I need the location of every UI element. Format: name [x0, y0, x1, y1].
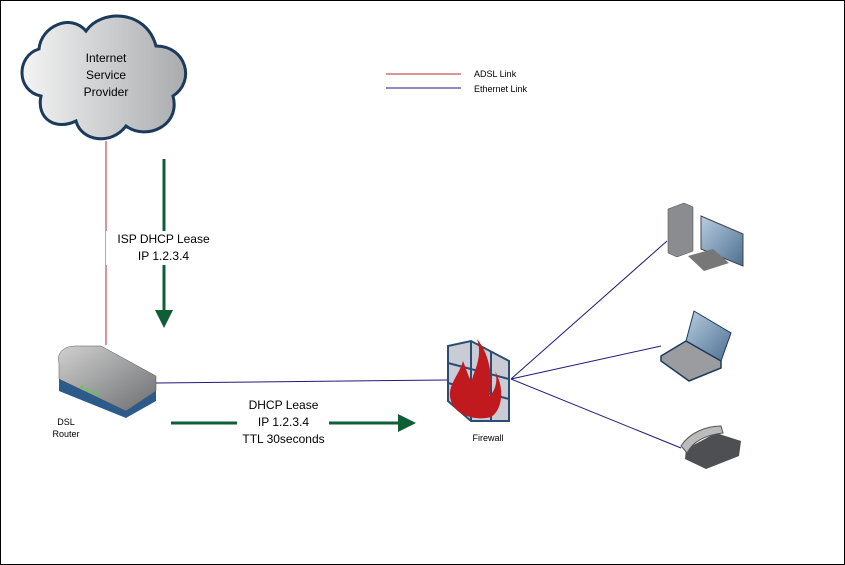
phone-icon [680, 425, 741, 469]
router-label-line: Router [52, 429, 80, 439]
laptop-icon [660, 310, 732, 382]
legend-ethernet-label: Ethernet Link [474, 84, 528, 94]
dhcp-lease-line: DHCP Lease [248, 398, 319, 412]
isp-lease-line: ISP DHCP Lease [117, 232, 210, 246]
dhcp-lease-line: IP 1.2.3.4 [257, 415, 310, 429]
firewall-label: Firewall [472, 433, 504, 443]
isp-lease-label: ISP DHCP Lease IP 1.2.3.4 [106, 231, 221, 265]
ethernet-link-laptop [510, 345, 662, 380]
legend-adsl-label: ADSL Link [474, 69, 517, 79]
cloud-label-line: Internet [85, 51, 127, 65]
router-label-line: DSL [57, 417, 75, 427]
ethernet-link-desktop [510, 240, 668, 380]
router-label: DSL Router [46, 416, 86, 440]
ethernet-link-phone [510, 378, 682, 449]
cloud-label: Internet Service Provider [61, 50, 151, 101]
ethernet-link-router-firewall [155, 379, 448, 384]
router-icon [58, 345, 157, 418]
cloud-icon [20, 14, 188, 141]
desktop-icon [667, 202, 744, 271]
cloud-label-line: Provider [83, 85, 129, 99]
dhcp-lease-line: TTL 30seconds [242, 432, 325, 446]
dhcp-lease-label: DHCP Lease IP 1.2.3.4 TTL 30seconds [226, 397, 341, 448]
isp-lease-line: IP 1.2.3.4 [137, 249, 190, 263]
firewall-icon [447, 339, 510, 422]
cloud-label-line: Service [85, 68, 126, 82]
